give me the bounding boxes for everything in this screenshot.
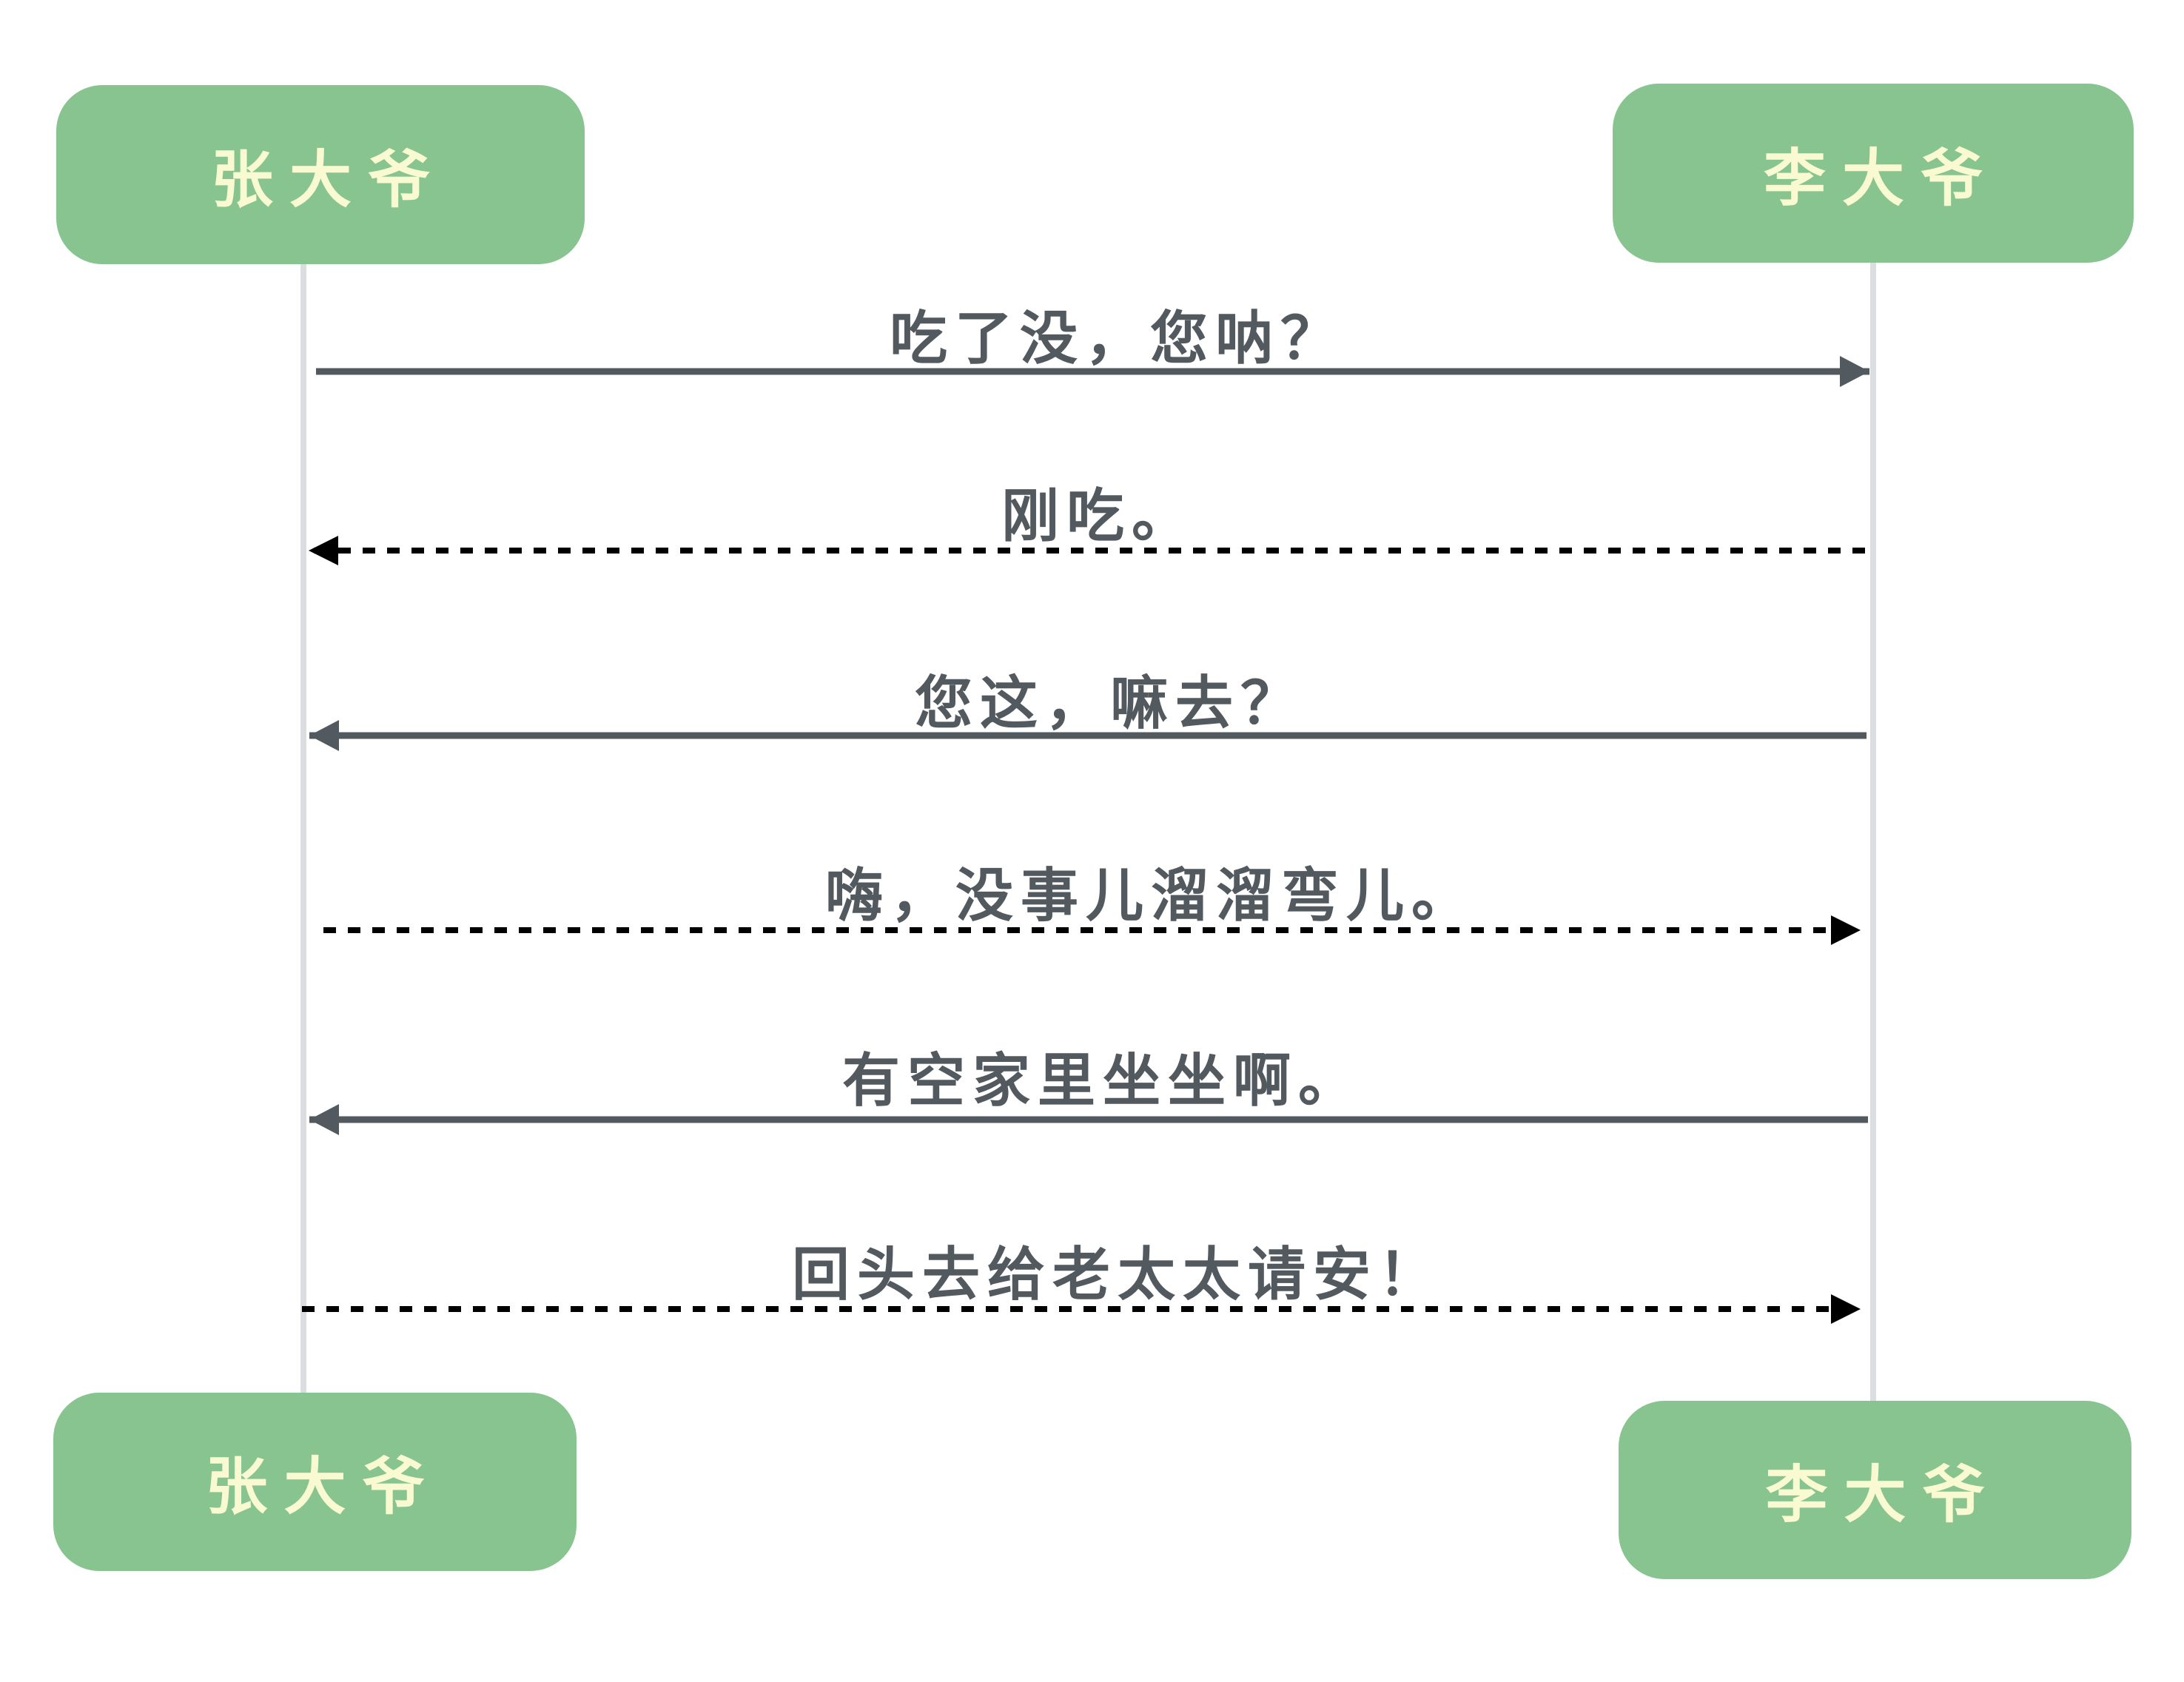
actor-label: 李大爷 — [1765, 1459, 2001, 1531]
message-label-4: 嗨，没事儿溜溜弯儿。 — [824, 863, 1477, 929]
message-label-1: 吃了没，您呐？ — [889, 306, 1346, 372]
actor-label: 李大爷 — [1763, 141, 1999, 215]
actor-zhang-bottom: 张大爷 — [53, 1393, 577, 1571]
actor-li-top: 李大爷 — [1613, 84, 2134, 263]
message-label-6: 回头去给老太太请安！ — [791, 1242, 1444, 1308]
actor-zhang-top: 张大爷 — [56, 85, 585, 264]
message-label-2: 刚吃。 — [1001, 483, 1197, 550]
actor-label: 张大爷 — [205, 1450, 441, 1523]
message-label-3: 您这，嘛去？ — [914, 670, 1306, 737]
actor-li-bottom: 李大爷 — [1619, 1401, 2131, 1579]
message-label-5: 有空家里坐坐啊。 — [841, 1048, 1364, 1114]
actor-label: 张大爷 — [210, 143, 446, 216]
